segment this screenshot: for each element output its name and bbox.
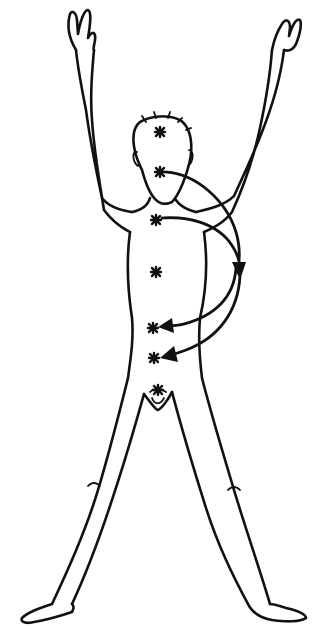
neck-right [176,200,196,212]
right-leg-outer-outline [202,378,270,604]
lower-abdomen-point-marker [149,353,159,363]
right-hand [272,20,301,51]
crown-point-marker [155,127,165,137]
left-knee-mark [88,483,100,486]
flow-arrow-throat-to-side [162,218,240,270]
flow-arrow-side-to-navel [164,268,236,326]
flow-arrow-face-to-side [166,172,239,268]
left-leg-outer-outline [52,378,128,604]
face-point-marker [155,167,165,177]
torso-right-outline [199,232,206,378]
right-foot [248,604,306,621]
left-arm-outer-outline [76,50,132,212]
arrowhead-navel [158,318,174,333]
chest-point-marker [151,267,161,277]
neck-left [132,198,150,212]
arrowhead-lower-abdomen [160,346,178,362]
right-arm-inner-outline [204,50,272,232]
throat-point-marker [151,215,161,225]
right-arm-outer-outline [196,50,284,212]
navel-point-marker [148,323,158,333]
left-foot [22,604,74,623]
left-hand [68,10,95,50]
torso-left-outline [128,232,133,378]
hair-strands [142,112,191,130]
left-leg-inner-outline [72,394,144,604]
pubic-point-marker [153,385,163,395]
